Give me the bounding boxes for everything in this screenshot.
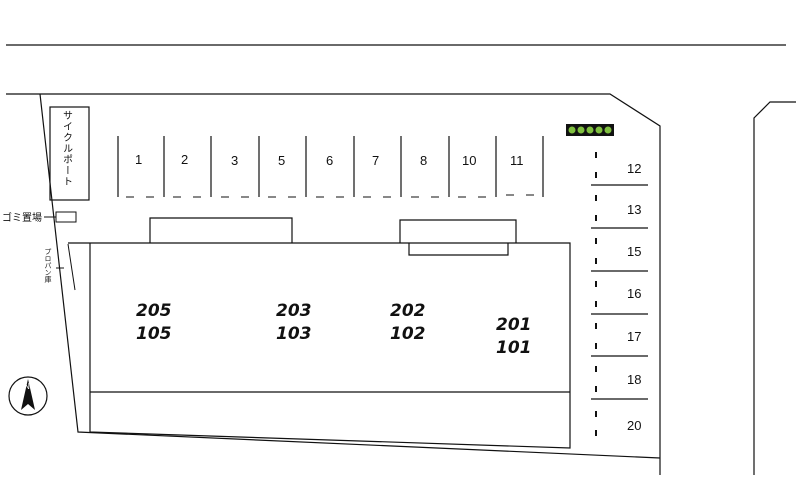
stall-7: 7 bbox=[372, 153, 379, 168]
building bbox=[68, 217, 571, 449]
neighbor-boundary bbox=[753, 101, 796, 475]
stall-15: 15 bbox=[627, 244, 641, 259]
plant-strip bbox=[566, 124, 614, 136]
unit-101: 101 bbox=[496, 338, 532, 358]
north-arrow-icon: N bbox=[8, 376, 48, 416]
cycle-port-label: サイクルポート bbox=[61, 110, 73, 187]
parking-right: 12 13 15 16 17 18 20 bbox=[591, 152, 648, 436]
stall-11: 11 bbox=[510, 153, 524, 168]
unit-105: 105 bbox=[136, 324, 172, 344]
unit-102: 102 bbox=[390, 324, 426, 344]
stall-20: 20 bbox=[627, 418, 641, 433]
stall-18: 18 bbox=[627, 372, 641, 387]
stall-6: 6 bbox=[326, 153, 333, 168]
stall-17: 17 bbox=[627, 329, 641, 344]
unit-201: 201 bbox=[496, 315, 532, 335]
unit-205: 205 bbox=[136, 301, 172, 321]
stall-10: 10 bbox=[462, 153, 476, 168]
unit-103: 103 bbox=[276, 324, 312, 344]
unit-202: 202 bbox=[390, 301, 426, 321]
svg-text:N: N bbox=[24, 382, 30, 391]
garbage-area bbox=[55, 211, 77, 223]
propane-label: プロパン庫 bbox=[44, 248, 52, 284]
parking-top: 1 2 3 5 6 7 8 10 11 bbox=[117, 136, 544, 198]
cycle-port bbox=[49, 106, 90, 201]
unit-203: 203 bbox=[276, 301, 312, 321]
garbage-label: ゴミ置場 bbox=[2, 211, 42, 224]
stall-16: 16 bbox=[627, 286, 641, 301]
stall-2: 2 bbox=[181, 152, 188, 167]
stall-5: 5 bbox=[278, 153, 285, 168]
stall-13: 13 bbox=[627, 202, 641, 217]
stall-12: 12 bbox=[627, 161, 641, 176]
stall-3: 3 bbox=[231, 153, 238, 168]
stall-1: 1 bbox=[135, 152, 142, 167]
site-boundary bbox=[6, 93, 661, 475]
stall-8: 8 bbox=[420, 153, 427, 168]
